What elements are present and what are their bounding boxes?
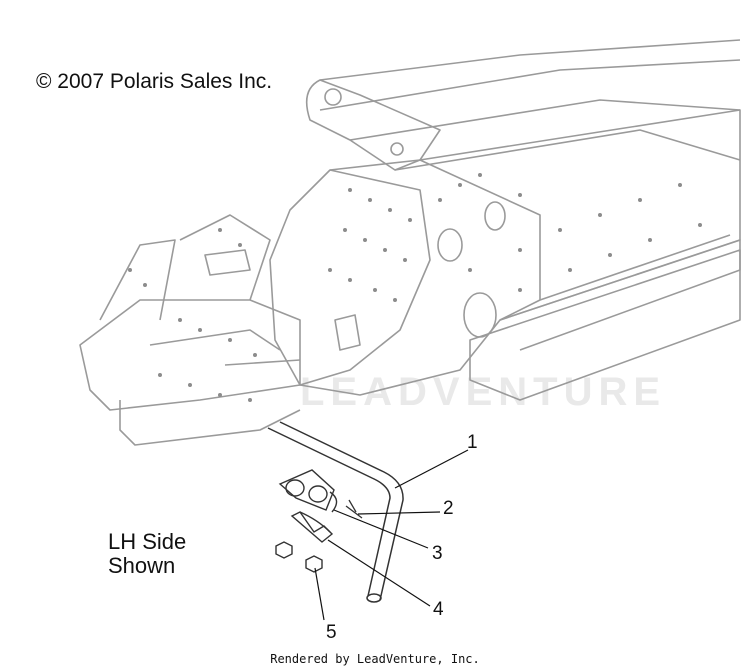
part-screw: [345, 499, 363, 519]
part-clamp: [278, 469, 338, 513]
side-label-line2: Shown: [108, 553, 176, 578]
chassis-frame: [79, 39, 741, 446]
rivet-dots: [128, 173, 702, 402]
callout-2: 2: [443, 498, 454, 519]
callout-4: 4: [433, 599, 444, 620]
leader-lines: [314, 449, 469, 621]
callout-5: 5: [326, 622, 337, 643]
side-label: LH Side Shown: [108, 530, 186, 578]
part-nuts: [275, 541, 323, 573]
copyright-notice: © 2007 Polaris Sales Inc.: [36, 70, 273, 93]
part-tube: [267, 421, 404, 603]
part-bracket: [290, 511, 334, 543]
callout-1: 1: [467, 432, 478, 453]
render-credit: Rendered by LeadVenture, Inc.: [270, 652, 480, 666]
watermark-text: LEADVENTURE: [300, 370, 666, 414]
side-label-line1: LH Side: [108, 529, 187, 554]
callout-3: 3: [432, 543, 443, 564]
